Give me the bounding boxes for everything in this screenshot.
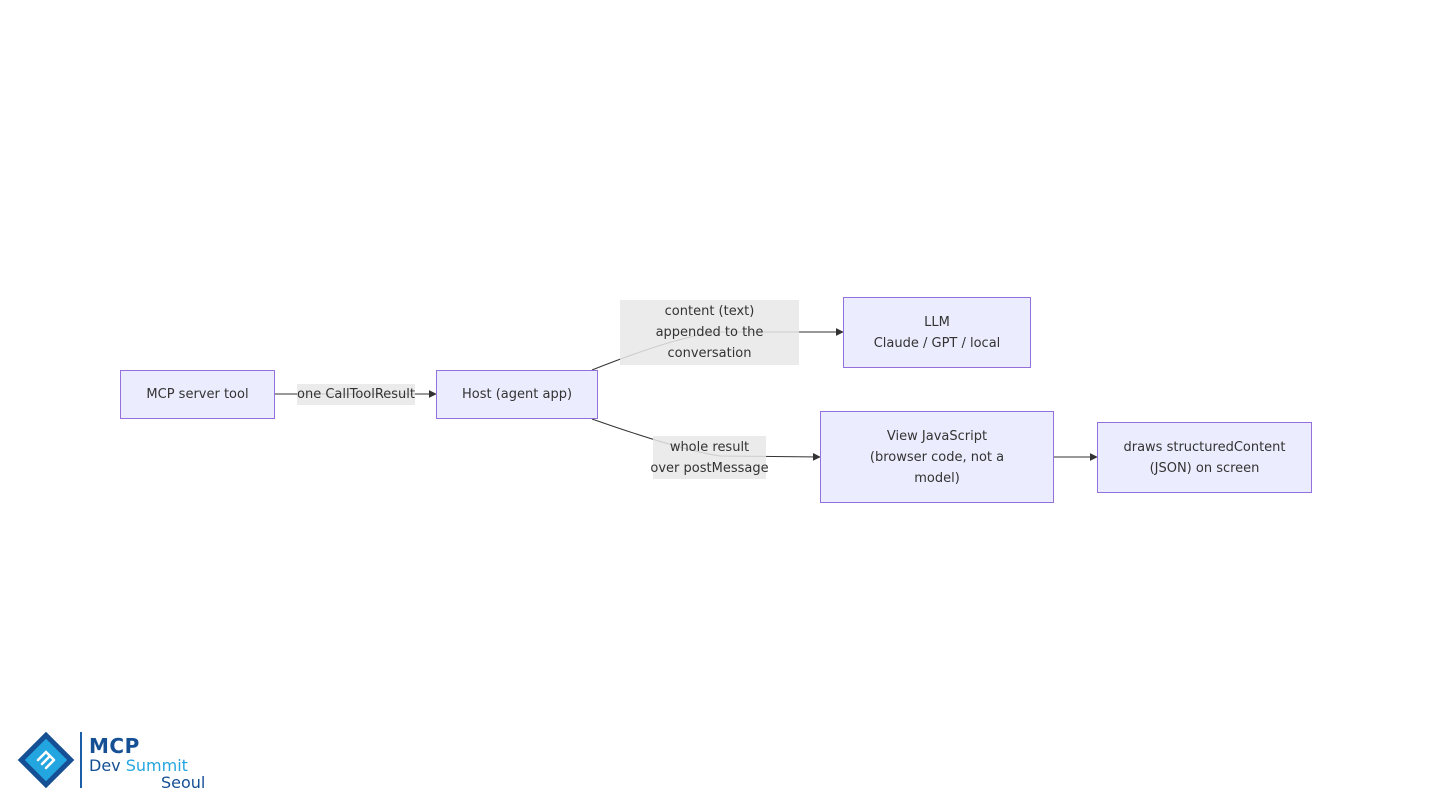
- node-view-javascript: View JavaScript (browser code, not a mod…: [820, 411, 1054, 503]
- edge-label-line: over postMessage: [650, 460, 769, 476]
- node-label: Claude / GPT / local: [873, 335, 1001, 351]
- node-label: (JSON) on screen: [1149, 460, 1260, 476]
- edge-label-host-to-llm: content (text) appended to the conversat…: [620, 300, 799, 365]
- node-llm: LLM Claude / GPT / local: [843, 297, 1031, 368]
- node-host-agent-app: Host (agent app): [436, 370, 598, 419]
- mcp-dev-summit-logo: MCP Dev Summit Seoul: [16, 728, 216, 798]
- logo-wordmark: MCP Dev Summit Seoul: [89, 736, 205, 791]
- logo-dev-summit-text: Dev Summit: [89, 756, 205, 775]
- edge-label-line: appended to the: [655, 325, 764, 340]
- node-mcp-server-tool: MCP server tool: [120, 370, 275, 419]
- edge-label-server-to-host: one CallToolResult: [297, 384, 415, 405]
- node-label: LLM: [924, 314, 950, 330]
- logo-mcp-text: MCP: [89, 734, 140, 758]
- node-label: model): [914, 470, 960, 486]
- node-label: View JavaScript: [886, 428, 988, 444]
- node-draws-structured-content: draws structuredContent (JSON) on screen: [1097, 422, 1312, 493]
- edge-label-line: conversation: [667, 346, 752, 361]
- node-label: (browser code, not a: [869, 449, 1005, 465]
- node-label: MCP server tool: [146, 387, 249, 402]
- logo-divider: [80, 732, 82, 788]
- logo-dev-text: Dev: [89, 756, 121, 775]
- node-label: draws structuredContent: [1123, 439, 1286, 455]
- mcp-diamond-logo-icon: [17, 731, 75, 789]
- node-label: Host (agent app): [461, 387, 573, 402]
- logo-summit-text: Summit: [125, 756, 188, 775]
- edge-label-line: one CallToolResult: [297, 387, 416, 402]
- edge-label-line: whole result: [669, 439, 750, 455]
- edge-label-line: content (text): [664, 304, 755, 319]
- logo-seoul-text: Seoul: [161, 773, 206, 792]
- edge-label-host-to-view: whole result over postMessage: [650, 436, 769, 479]
